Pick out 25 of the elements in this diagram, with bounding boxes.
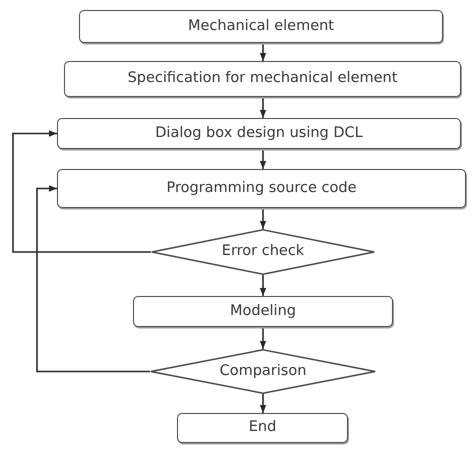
process-box (79, 10, 443, 43)
decision-label: Comparison (220, 362, 306, 380)
flow-arrow (260, 327, 266, 349)
step-label: Specification for mechanical element (128, 70, 398, 88)
step-label: Modeling (230, 302, 296, 320)
process-box (133, 296, 393, 327)
decision-diamond (151, 229, 375, 275)
process-box (64, 61, 461, 97)
flow-arrow (260, 149, 266, 169)
step-label: End (248, 419, 276, 437)
step-label: Dialog box design using DCL (155, 124, 363, 142)
feedback-arrow (36, 185, 150, 372)
decision-diamond (150, 349, 376, 394)
flow-arrow (260, 43, 266, 61)
step-label: Programming source code (166, 180, 357, 198)
flow-arrow (260, 394, 266, 413)
step-label: Mechanical element (188, 18, 334, 36)
decision-label: Error check (222, 243, 304, 261)
flow-arrow (260, 275, 266, 296)
feedback-arrow (12, 130, 151, 253)
flow-arrow (260, 208, 266, 229)
process-box (57, 169, 466, 208)
process-box (57, 118, 461, 149)
flow-arrow (260, 97, 266, 118)
process-box (177, 413, 348, 443)
